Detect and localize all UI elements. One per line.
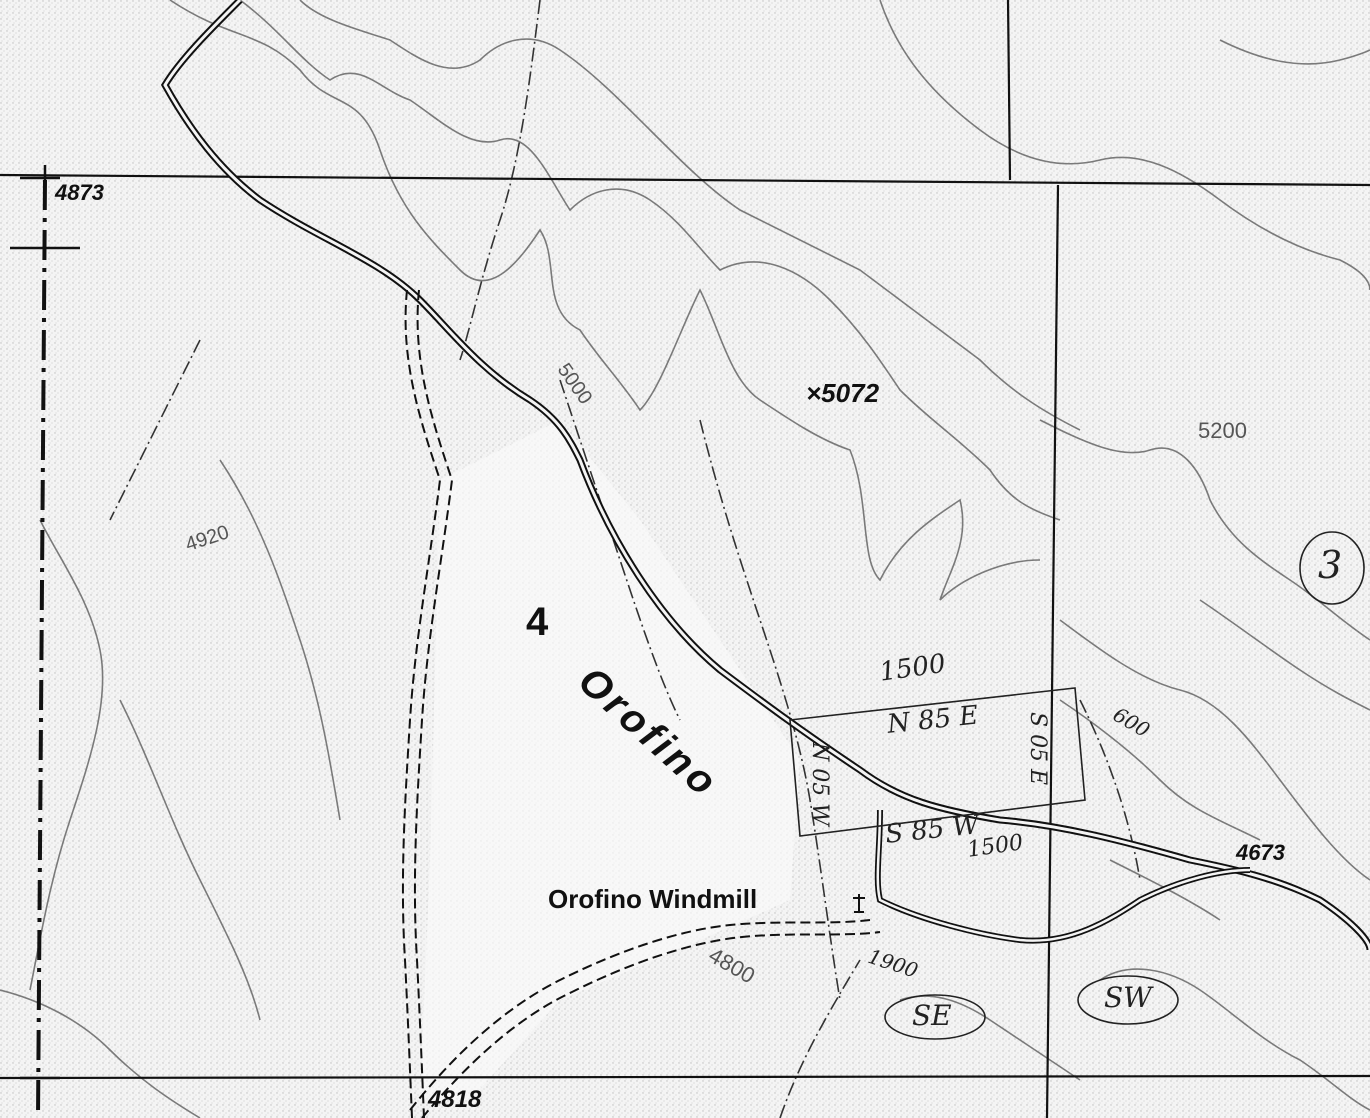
main-road (160, 0, 1370, 951)
elevation-4818: 4818 (428, 1086, 482, 1113)
windmill-icon (850, 892, 868, 918)
elevation-4673: 4673 (1236, 840, 1285, 865)
intermittent-streams (109, 0, 1141, 1118)
township-boundary (36, 179, 47, 1118)
corner-ticks (10, 165, 80, 1080)
contour-label-5200: 5200 (1198, 418, 1247, 443)
circled-label-sw: SW (1104, 981, 1152, 1014)
circled-label-se: SE (912, 999, 952, 1032)
survey-right-bearing: S 05 E (1025, 712, 1050, 786)
circled-section-3: 3 (1318, 543, 1343, 587)
spot-elevation-peak: ×5072 (806, 378, 880, 408)
survey-parcel (789, 687, 1086, 837)
secondary-road (874, 809, 1251, 944)
dirt-roads (401, 289, 881, 1118)
circled-label-rings (884, 531, 1365, 1040)
section-number: 4 (526, 600, 549, 644)
elevation-4873: 4873 (55, 180, 104, 205)
survey-left-bearing: N 05 W (807, 742, 832, 826)
valley-floor (420, 420, 800, 1100)
windmill-label: Orofino Windmill (548, 884, 758, 914)
